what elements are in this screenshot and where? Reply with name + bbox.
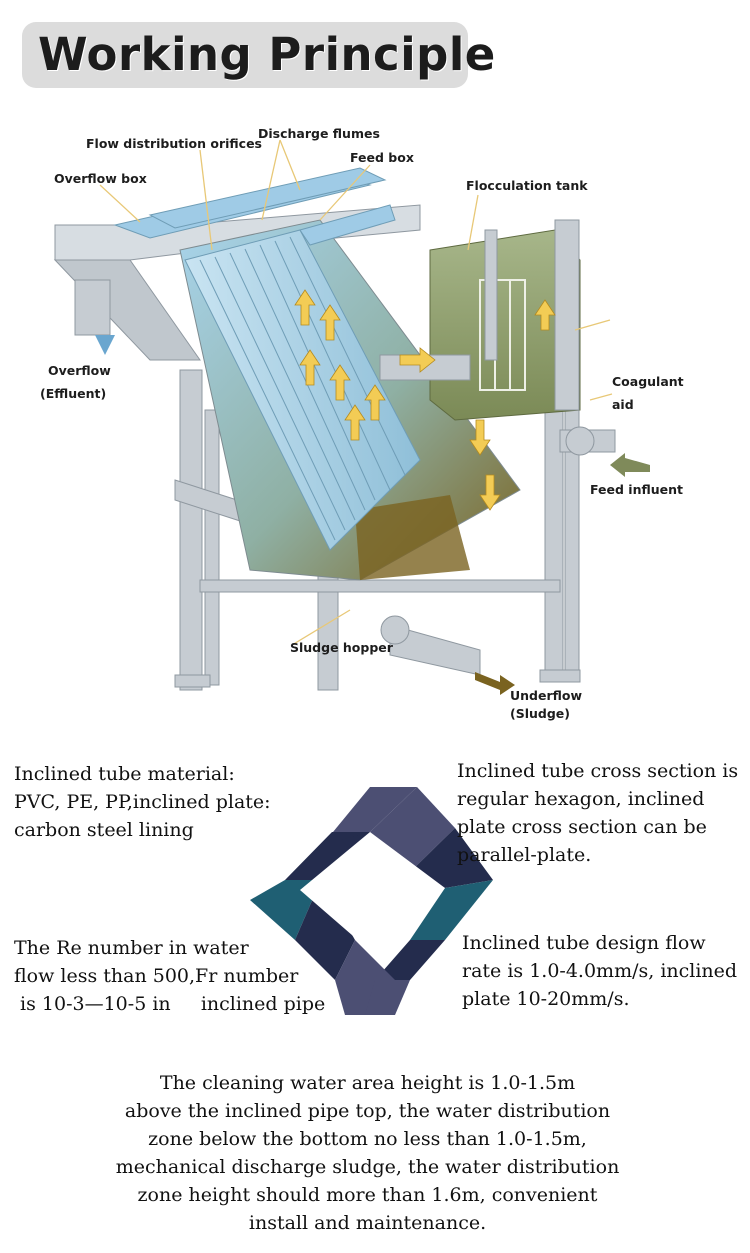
- note-tube-material: Inclined tube material: PVC, PE, PP,incl…: [14, 763, 271, 841]
- label-feed-influent: Feed influent: [590, 482, 683, 497]
- label-sludge-hopper: Sludge hopper: [290, 640, 394, 655]
- note-cross-section: Inclined tube cross section is regular h…: [457, 760, 739, 866]
- label-overflow-effluent: (Effluent): [40, 386, 106, 401]
- page-title: Working Principle: [38, 28, 496, 81]
- note-design-flow: Inclined tube design flow rate is 1.0-4.…: [462, 932, 738, 1010]
- label-coagulant: Coagulant: [612, 374, 684, 389]
- flocculation-tank: [429, 219, 581, 421]
- flow-arrows: [294, 289, 556, 511]
- diamond-center: [300, 832, 445, 955]
- lamella-clarifier-diagram: Flow distribution orifices Discharge flu…: [40, 126, 684, 721]
- label-underflow: Underflow: [510, 688, 582, 703]
- label-flocculation-tank: Flocculation tank: [466, 178, 588, 193]
- label-overflow: Overflow: [48, 363, 111, 378]
- label-feed-box: Feed box: [350, 150, 414, 165]
- leader-lines: [99, 139, 613, 646]
- label-overflow-box: Overflow box: [54, 171, 147, 186]
- title-background: [22, 22, 468, 88]
- pipes: [74, 279, 616, 676]
- label-underflow-sludge: (Sludge): [510, 706, 570, 721]
- note-re-number: The Re number in water flow less than 50…: [14, 937, 326, 1015]
- inlet-outlet-arrows: [95, 335, 650, 695]
- label-flow-distribution-orifices: Flow distribution orifices: [86, 136, 262, 151]
- diamond-segments: [250, 787, 493, 1015]
- note-footer: The cleaning water area height is 1.0-1.…: [115, 1072, 620, 1234]
- diamond-graphic: [250, 787, 493, 1015]
- label-coagulant-aid: aid: [612, 397, 634, 412]
- label-discharge-flumes: Discharge flumes: [258, 126, 380, 141]
- inclined-plates: [184, 229, 421, 551]
